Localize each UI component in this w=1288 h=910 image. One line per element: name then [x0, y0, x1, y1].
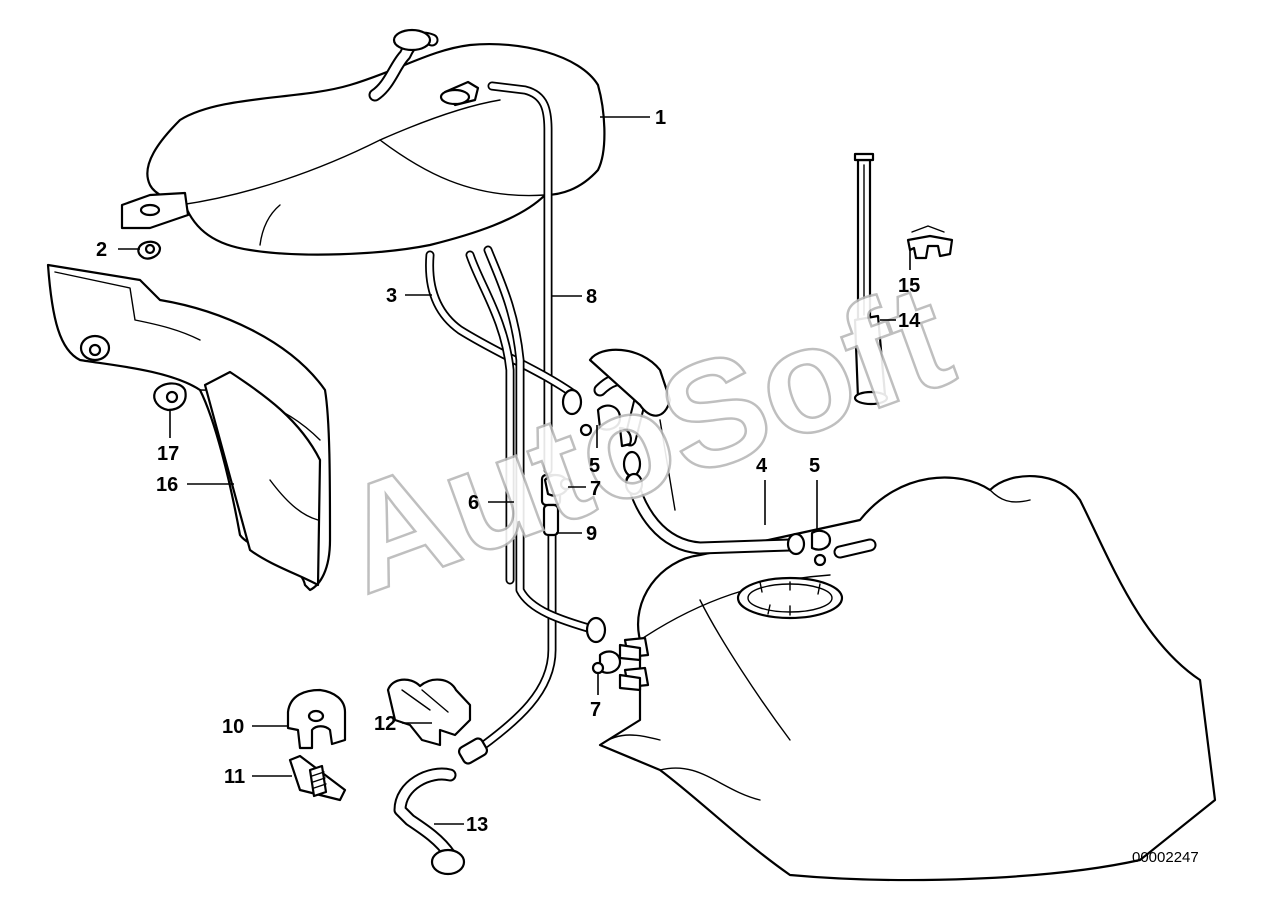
fuel-tank — [598, 474, 1217, 882]
expansion-tank — [120, 28, 606, 256]
dipstick-tube-14 — [853, 152, 889, 406]
callout-8: 8 — [586, 286, 597, 308]
screw-11 — [288, 754, 347, 802]
nut-2 — [137, 240, 162, 260]
callout-12: 12 — [374, 713, 396, 735]
clamp-10 — [286, 688, 347, 750]
callout-5b: 5 — [809, 455, 820, 477]
callout-5a: 5 — [589, 455, 600, 477]
callout-7b: 7 — [590, 699, 601, 721]
callout-13: 13 — [466, 814, 488, 836]
callout-6: 6 — [468, 492, 479, 514]
heat-shield-16 — [46, 263, 332, 592]
callout-1: 1 — [655, 107, 666, 129]
callout-9: 9 — [586, 523, 597, 545]
callout-10: 10 — [222, 716, 244, 738]
pipe-3 — [425, 250, 583, 416]
callout-11: 11 — [224, 766, 245, 788]
callout-7a: 7 — [590, 478, 601, 500]
callout-17: 17 — [157, 443, 179, 465]
callout-16: 16 — [156, 474, 178, 496]
callouts: 1 2 3 4 5 5 6 7 7 8 9 10 11 12 13 14 15 — [96, 107, 921, 836]
callout-14: 14 — [898, 310, 921, 332]
callout-15: 15 — [898, 275, 920, 297]
nut-17 — [153, 382, 187, 412]
pipe-8 — [465, 81, 557, 760]
hose-clamps-5 — [579, 404, 832, 567]
reference-number: 00002247 — [1132, 849, 1199, 866]
clip-15 — [906, 225, 954, 260]
clips-7 — [543, 474, 642, 692]
clip-12 — [386, 678, 472, 747]
hose-13 — [393, 737, 489, 876]
callout-3: 3 — [386, 285, 397, 307]
callout-2: 2 — [96, 239, 107, 261]
pipe-6 — [465, 245, 607, 644]
callout-4: 4 — [756, 455, 768, 477]
